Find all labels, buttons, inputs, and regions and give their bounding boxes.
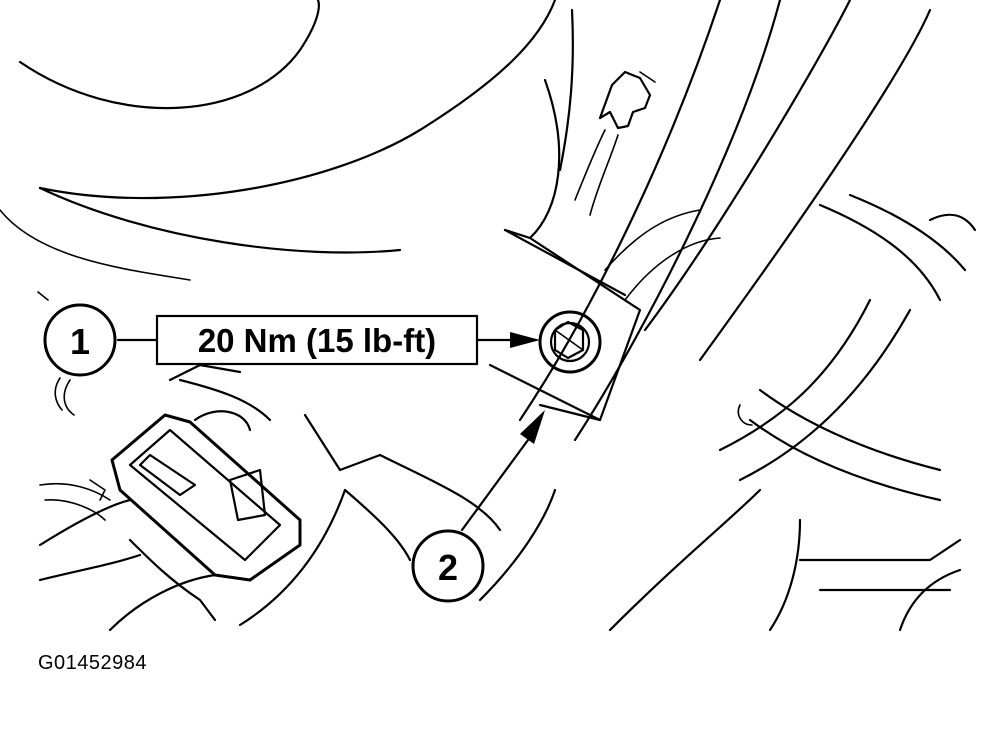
- lower-body: [238, 453, 557, 627]
- callout-2-number: 2: [438, 547, 458, 588]
- hose-clamp: [38, 378, 382, 632]
- arrow-to-bracket: [460, 410, 545, 532]
- torque-spec-label: 20 Nm (15 lb-ft): [198, 322, 436, 359]
- torque-spec-box: 20 Nm (15 lb-ft): [155, 314, 479, 366]
- housing-outline: [0, 0, 574, 281]
- bolt: [538, 310, 602, 374]
- callout-1-number: 1: [70, 321, 90, 362]
- jagged-part: [574, 70, 656, 216]
- callout-2: 2: [411, 529, 485, 603]
- arrow-to-bolt: [475, 332, 540, 348]
- callout-1: 1: [43, 303, 117, 377]
- pipes-right: [518, 0, 977, 632]
- figure-id: G01452984: [38, 652, 148, 674]
